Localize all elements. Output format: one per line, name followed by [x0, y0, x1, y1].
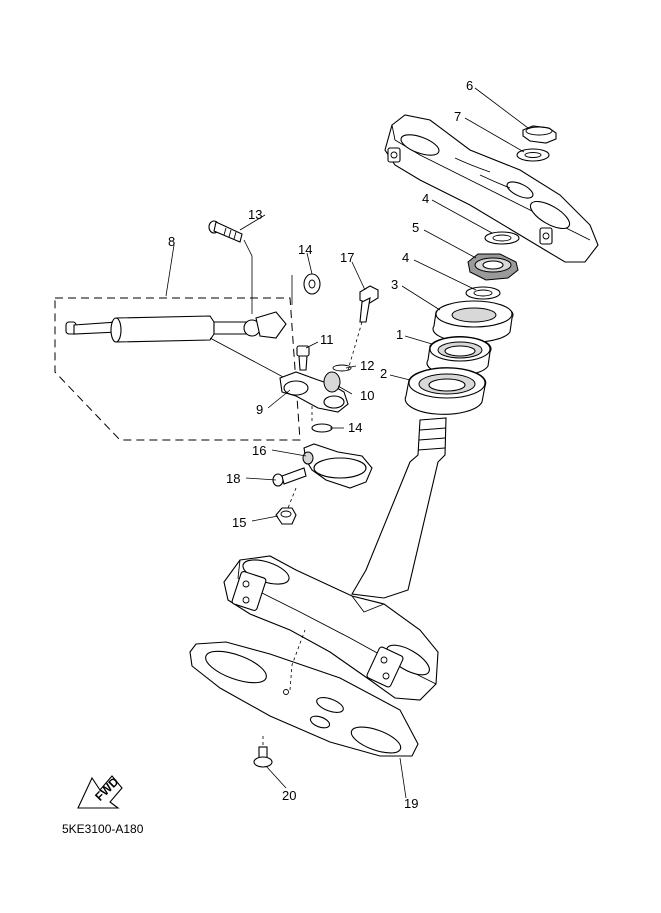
- callout-20: 20: [282, 788, 296, 803]
- callout-8: 8: [168, 234, 175, 249]
- callout-15: 15: [232, 515, 246, 530]
- steering-damper: [65, 311, 287, 379]
- leader-lines: [165, 87, 529, 799]
- ring-nut-5: [467, 253, 519, 281]
- callout-11: 11: [320, 332, 334, 347]
- washer-14-lower: [311, 423, 333, 433]
- bolt-13: [208, 220, 243, 243]
- callout-10: 10: [360, 388, 374, 403]
- callout-19: 19: [404, 796, 418, 811]
- callout-12: 12: [360, 358, 374, 373]
- callout-4-upper: 4: [422, 191, 429, 206]
- callout-9: 9: [256, 402, 263, 417]
- figure-code: 5KE3100-A180: [62, 822, 144, 836]
- callout-1: 1: [396, 327, 403, 342]
- bolt-18: [272, 467, 307, 487]
- callout-5: 5: [412, 220, 419, 235]
- callout-7: 7: [454, 109, 461, 124]
- under-guard-19: [189, 641, 419, 757]
- callout-4-lower: 4: [402, 250, 409, 265]
- bearing-1: [426, 336, 492, 376]
- callout-18: 18: [226, 471, 240, 486]
- washer-4-upper: [484, 231, 520, 245]
- callout-14-upper: 14: [298, 242, 312, 257]
- nut-15: [275, 507, 297, 525]
- callout-6: 6: [466, 78, 473, 93]
- circlip-12: [332, 364, 352, 372]
- bolt-17: [359, 285, 379, 323]
- bolt-20: [253, 746, 273, 768]
- washer-14-upper: [303, 273, 321, 295]
- callout-2: 2: [380, 366, 387, 381]
- washer-7: [516, 148, 550, 162]
- clamp-16: [302, 443, 373, 489]
- bolt-11: [296, 345, 310, 371]
- callout-14-lower: 14: [348, 420, 362, 435]
- dust-seal-3: [432, 300, 514, 343]
- fwd-arrow-icon: FWD: [77, 774, 123, 809]
- callout-16: 16: [252, 443, 266, 458]
- bracket-9: [279, 371, 349, 413]
- washer-4-lower: [465, 286, 501, 300]
- nut-6: [522, 125, 557, 144]
- callout-3: 3: [391, 277, 398, 292]
- bearing-2: [404, 367, 487, 415]
- lower-bracket: [223, 417, 447, 701]
- callout-17: 17: [340, 250, 354, 265]
- callouts: 6 7 4 5 4 3 1 2 8 13 14 17 11 12 10 9 14…: [168, 78, 473, 811]
- damper-group-box: [54, 297, 301, 441]
- callout-13: 13: [248, 207, 262, 222]
- upper-bracket: [384, 114, 599, 263]
